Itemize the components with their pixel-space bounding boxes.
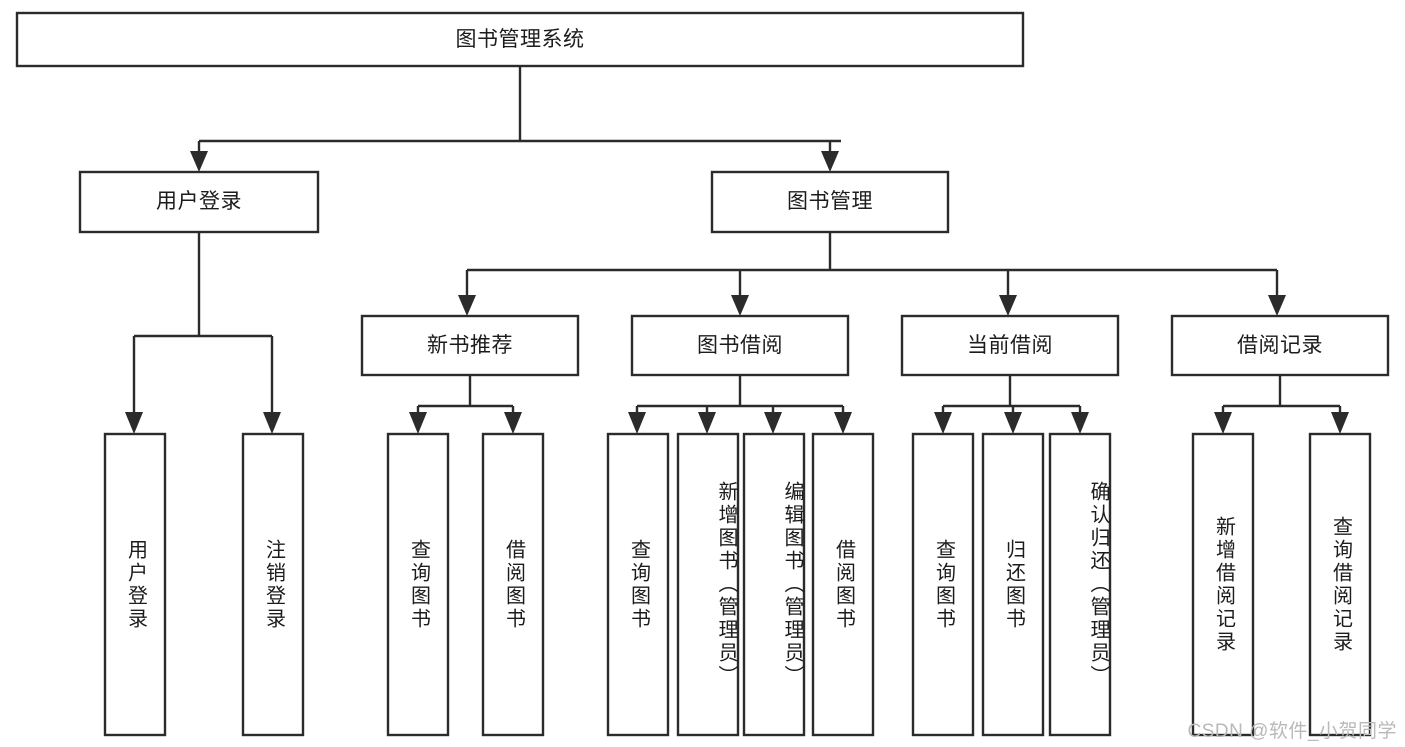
arrow-head-leaf-borrow-book-1 bbox=[504, 412, 522, 434]
arrow-head-current-borrow bbox=[999, 295, 1017, 316]
node-leaf-add-record-box[interactable] bbox=[1191, 432, 1255, 737]
arrow-head-leaf-user-login bbox=[125, 412, 143, 434]
node-book-manage-box[interactable] bbox=[710, 170, 950, 234]
node-current-borrow-box[interactable] bbox=[900, 314, 1120, 377]
watermark-text: CSDN @软件_小贺同学 bbox=[1187, 721, 1397, 742]
arrow-head-leaf-return-book bbox=[1004, 412, 1022, 434]
arrow-head-book-manage bbox=[821, 151, 839, 172]
connector-book-borrow-to-leaves bbox=[628, 375, 852, 434]
arrow-head-leaf-query-book-1 bbox=[409, 412, 427, 434]
arrow-head-book-borrow bbox=[731, 295, 749, 316]
node-leaf-confirm-return-box[interactable] bbox=[1048, 432, 1112, 737]
arrow-head-leaf-query-book-3 bbox=[934, 412, 952, 434]
arrow-head-leaf-edit-book bbox=[764, 412, 782, 434]
node-leaf-query-book-1-box[interactable] bbox=[386, 432, 450, 737]
arrow-head-leaf-add-book bbox=[698, 412, 716, 434]
arrow-head-leaf-query-record bbox=[1331, 412, 1349, 434]
node-leaf-query-record-box[interactable] bbox=[1308, 432, 1372, 737]
node-book-borrow-box[interactable] bbox=[630, 314, 850, 377]
node-borrow-record-box[interactable] bbox=[1170, 314, 1390, 377]
node-leaf-borrow-book-2-box[interactable] bbox=[811, 432, 875, 737]
node-leaf-query-book-3-box[interactable] bbox=[911, 432, 975, 737]
node-new-book-rec-box[interactable] bbox=[360, 314, 580, 377]
node-leaf-add-book-box[interactable] bbox=[676, 432, 740, 737]
node-leaf-query-book-2-box[interactable] bbox=[606, 432, 670, 737]
arrow-head-user-login bbox=[190, 151, 208, 172]
arrow-head-leaf-query-book-2 bbox=[628, 412, 646, 434]
node-leaf-borrow-book-1-box[interactable] bbox=[481, 432, 545, 737]
arrow-head-borrow-record bbox=[1268, 295, 1286, 316]
arrow-head-leaf-add-record bbox=[1214, 412, 1232, 434]
arrow-head-leaf-confirm-return bbox=[1071, 412, 1089, 434]
arrow-head-leaf-logout bbox=[263, 412, 281, 434]
node-leaf-return-book-box[interactable] bbox=[981, 432, 1045, 737]
connector-borrow-record-to-leaves bbox=[1214, 375, 1349, 434]
arrow-head-leaf-borrow-book-2 bbox=[834, 412, 852, 434]
arrow-head-new-book-rec bbox=[458, 295, 476, 316]
node-user-login-box[interactable] bbox=[78, 170, 320, 234]
node-leaf-edit-book-box[interactable] bbox=[742, 432, 806, 737]
node-leaf-logout-box[interactable] bbox=[241, 432, 305, 737]
connector-root-to-level2 bbox=[190, 66, 841, 172]
connector-book-manage-to-level3 bbox=[458, 232, 1286, 316]
connector-new-book-rec-to-leaves bbox=[409, 375, 522, 434]
connector-user-login-to-leaves bbox=[125, 232, 281, 434]
connector-current-borrow-to-leaves bbox=[934, 375, 1089, 434]
node-root-box[interactable] bbox=[15, 11, 1025, 68]
node-leaf-user-login-box[interactable] bbox=[103, 432, 167, 737]
